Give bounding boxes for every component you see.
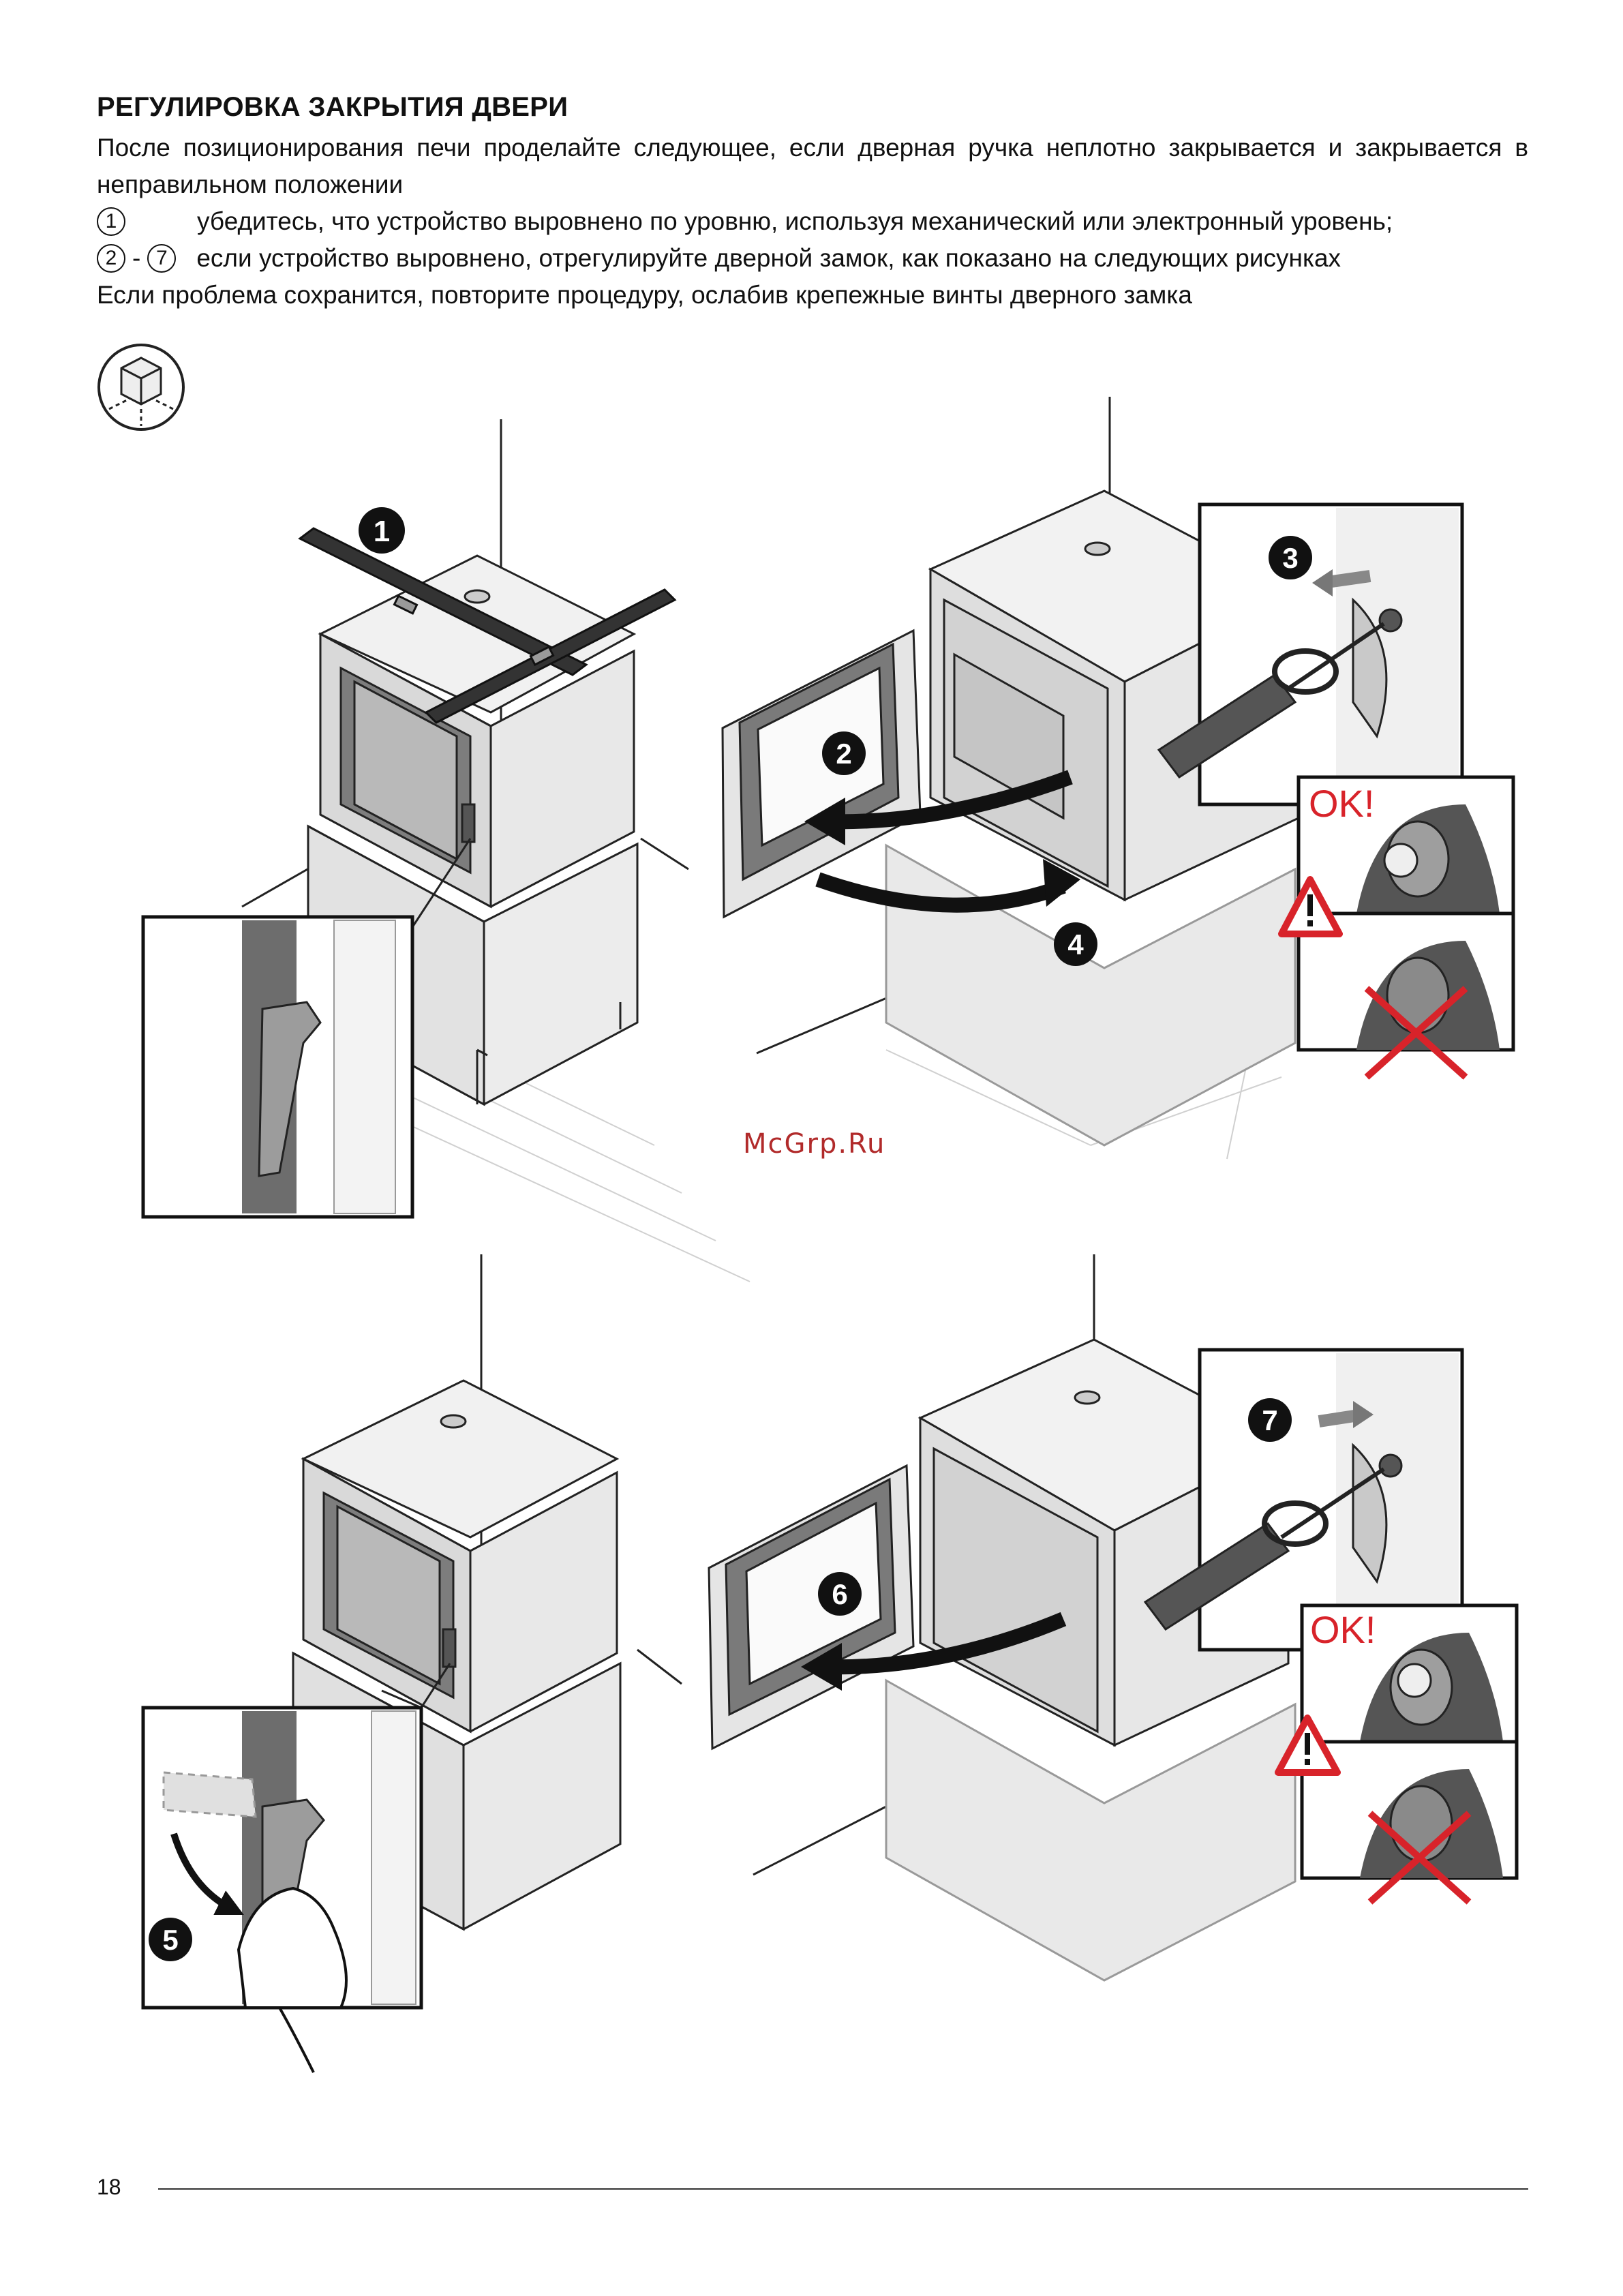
step-2-badge: 2 — [822, 731, 866, 775]
warning-icon-top — [1278, 876, 1343, 937]
svg-text:2: 2 — [836, 738, 851, 770]
not-ok-inset-bottom — [1300, 1740, 1519, 1905]
wall-floor-line-4 — [637, 1648, 682, 1685]
svg-text:3: 3 — [1282, 542, 1298, 574]
level-icon — [97, 344, 185, 431]
intro-paragraph: После позиционирования печи проделайте с… — [97, 134, 1528, 198]
step-range-dash: - — [132, 244, 141, 272]
step-1-text: убедитесь, что устройство выровнено по у… — [197, 207, 1393, 235]
step-2-7-line: 2 - 7 если устройство выровнено, отрегул… — [97, 240, 1528, 277]
ok-label-top: OK! — [1309, 782, 1374, 825]
wall-floor-line-2 — [640, 837, 689, 871]
arrow-close-head — [1043, 859, 1080, 907]
warning-icon-bottom — [1275, 1715, 1341, 1776]
step-1-line: 1 убедитесь, что устройство выровнено по… — [97, 203, 1528, 240]
footer-divider — [158, 2188, 1528, 2190]
step-4-badge: 4 — [1054, 922, 1097, 966]
ok-inset-top: OK! — [1296, 775, 1515, 916]
svg-text:5: 5 — [162, 1924, 178, 1956]
svg-text:1: 1 — [374, 515, 390, 548]
step-5-badge: 5 — [149, 1918, 192, 1961]
step-6-badge: 6 — [818, 1572, 862, 1616]
instruction-text: РЕГУЛИРОВКА ЗАКРЫТИЯ ДВЕРИ После позицио… — [97, 92, 1528, 314]
section-heading: РЕГУЛИРОВКА ЗАКРЫТИЯ ДВЕРИ — [97, 92, 568, 122]
arrow-open-head-bottom — [801, 1643, 842, 1691]
watermark: McGrp.Ru — [743, 1128, 886, 1160]
not-ok-inset-top — [1296, 911, 1515, 1080]
handle-push-inset-step-5 — [141, 1663, 451, 2073]
step-1-badge: 1 — [359, 507, 405, 554]
step-7-badge: 7 — [1248, 1398, 1292, 1442]
stacked-oven-top-left — [307, 554, 639, 1106]
lock-adjust-inset-step-3 — [1157, 502, 1464, 806]
wall-floor-line-3 — [756, 994, 894, 1055]
wall-floor-line-1 — [241, 864, 314, 908]
handle-detail-inset-top — [141, 838, 472, 1219]
step-1-number: 1 — [97, 207, 125, 236]
lock-adjust-inset-step-7 — [1143, 1348, 1464, 1652]
door-swing-arrows-top — [815, 770, 1073, 913]
wall-floor-line-5 — [753, 1805, 887, 1876]
step-7-number: 7 — [147, 244, 177, 273]
svg-text:6: 6 — [832, 1578, 847, 1610]
arrow-open-head — [804, 798, 845, 845]
door-swing-arrow-bottom — [821, 1612, 1067, 1675]
svg-text:7: 7 — [1262, 1404, 1277, 1436]
spirit-level-tool — [298, 527, 677, 724]
ok-inset-bottom: OK! — [1300, 1603, 1519, 1744]
svg-text:4: 4 — [1067, 928, 1084, 961]
step-2-number: 2 — [97, 244, 125, 273]
ok-label-bottom: OK! — [1310, 1608, 1376, 1651]
step-2-7-text: если устройство выровнено, отрегулируйте… — [196, 244, 1341, 272]
page-number: 18 — [97, 2175, 121, 2199]
step-3-badge: 3 — [1269, 536, 1312, 579]
note-paragraph: Если проблема сохранится, повторите проц… — [97, 281, 1192, 309]
